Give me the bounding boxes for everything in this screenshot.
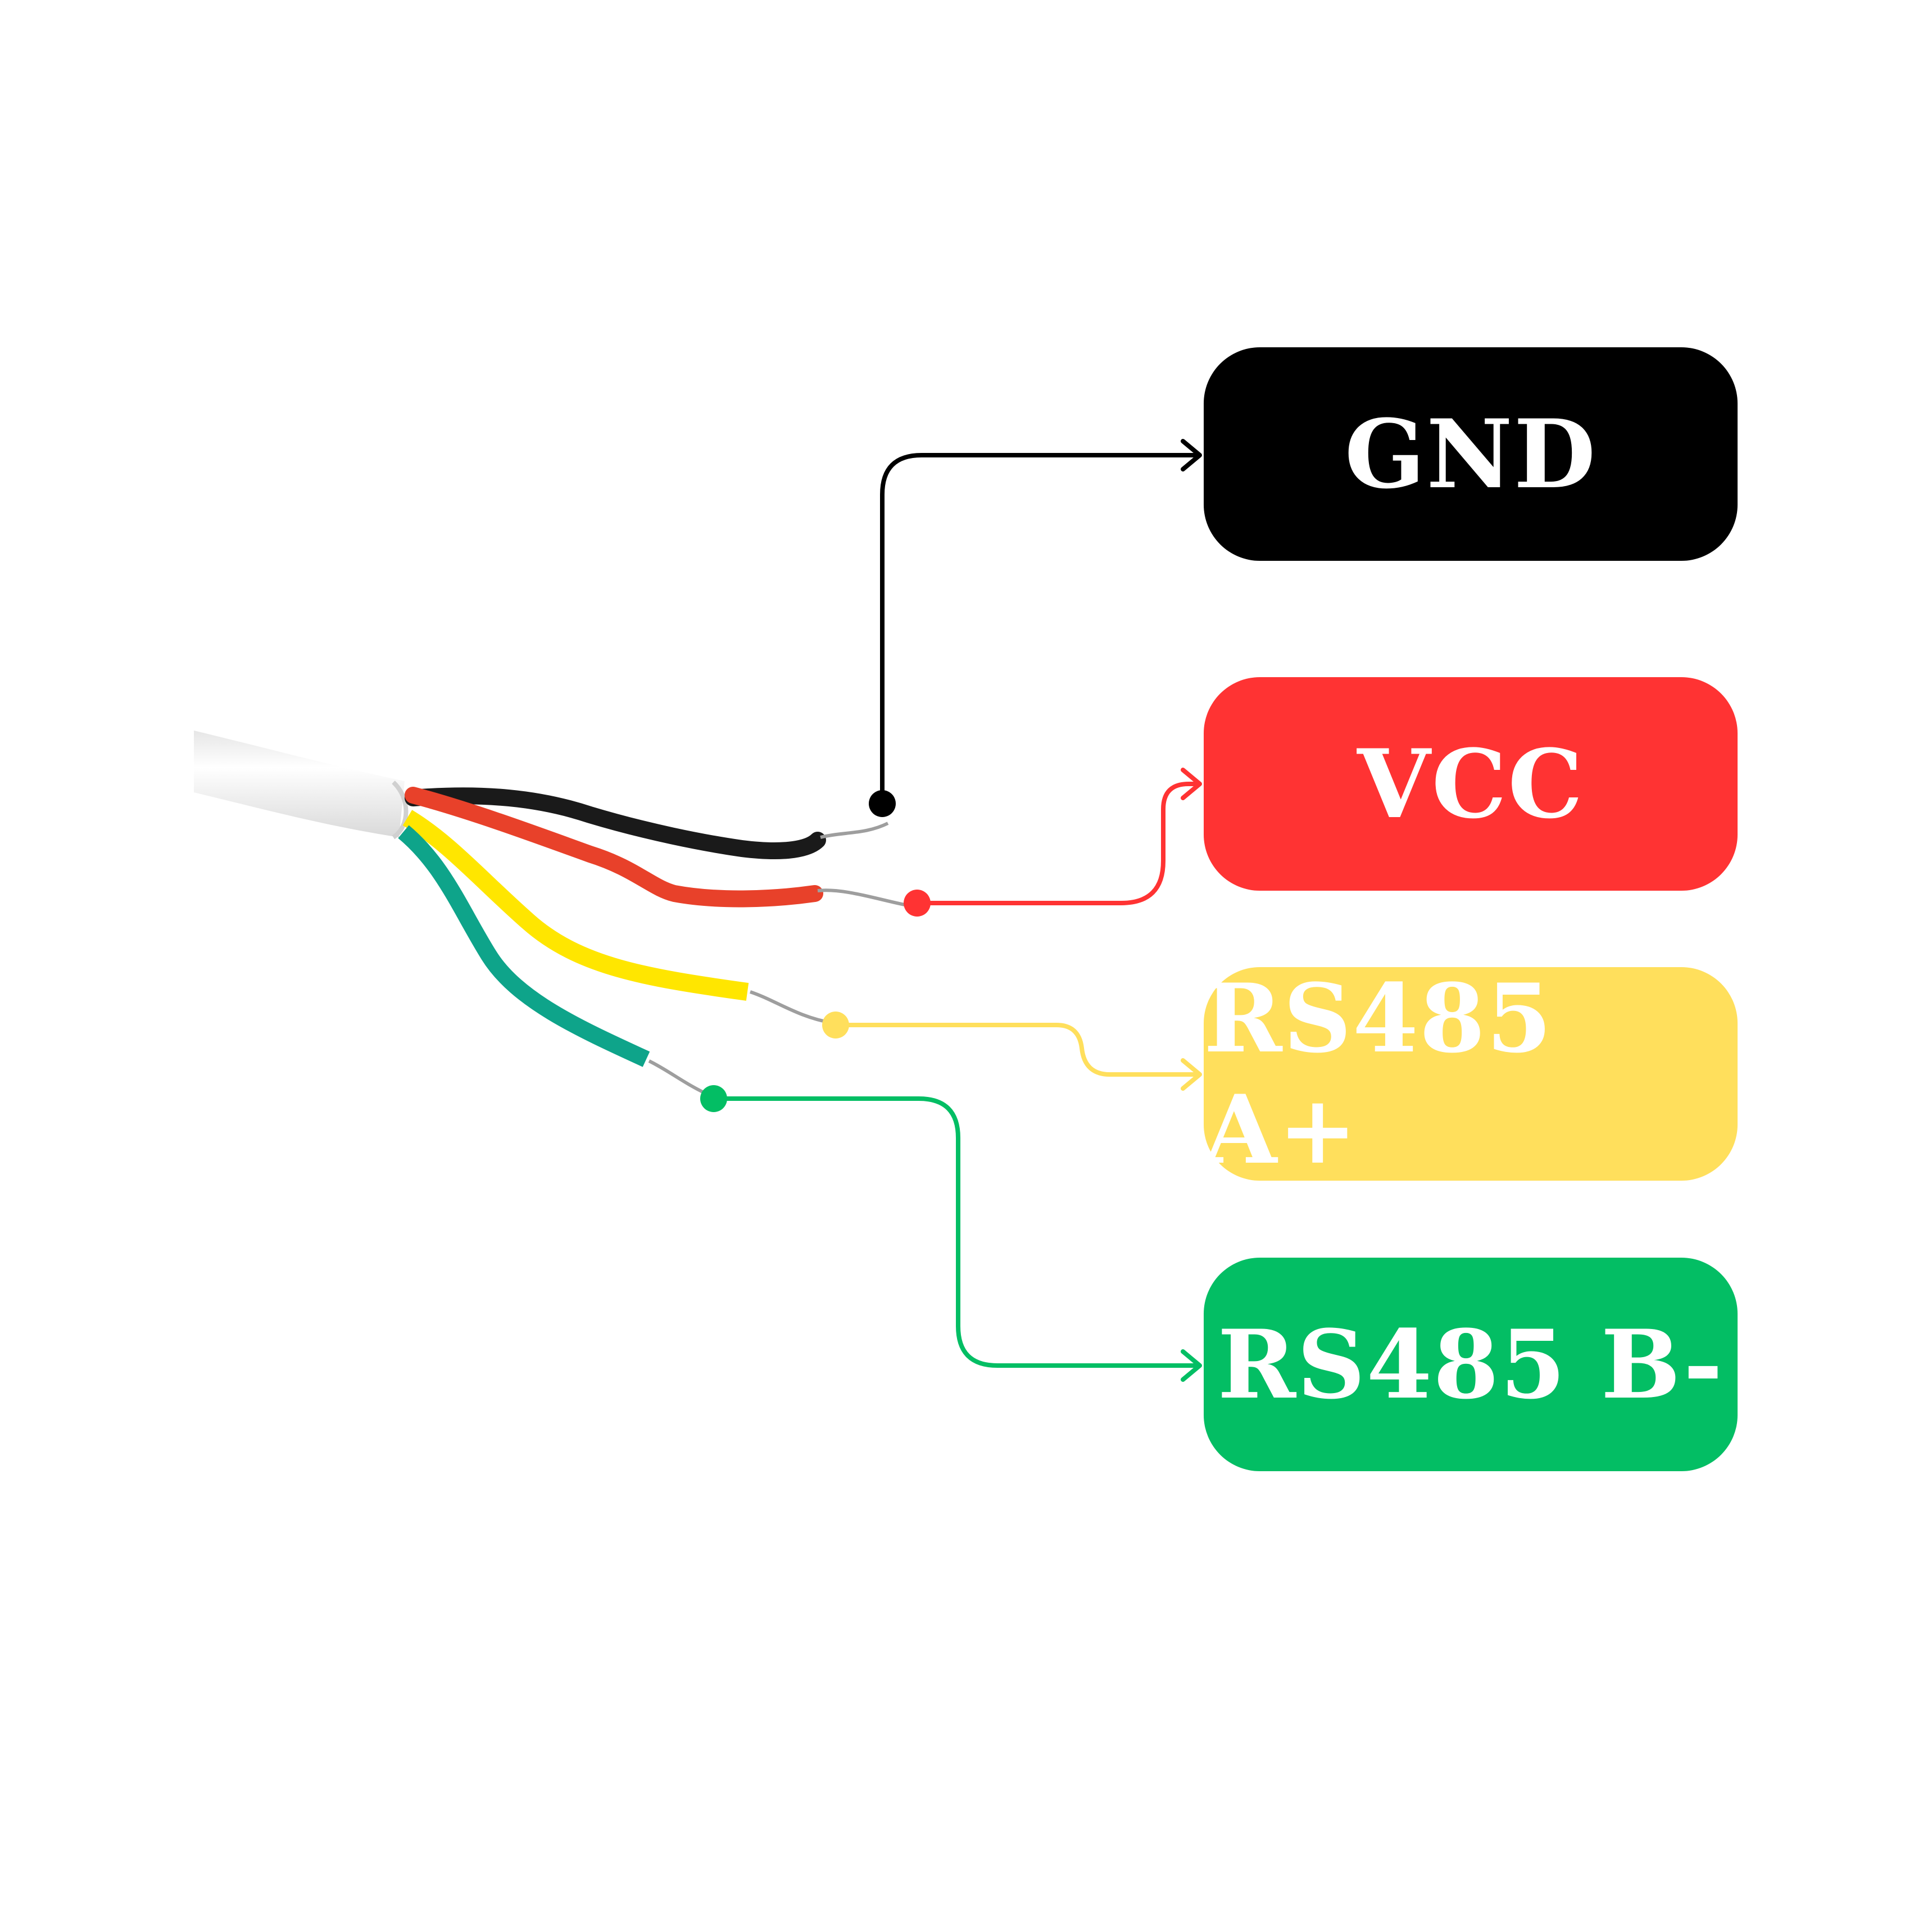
a-plus-connector-line	[822, 1012, 1202, 1091]
rs485-a-plus-label: RS485 A+	[1204, 963, 1738, 1185]
red-wire	[405, 787, 905, 908]
vcc-label: VCC	[1204, 677, 1738, 891]
gnd-connector-line	[869, 439, 1202, 817]
yellow-wire	[402, 810, 832, 1024]
cable-sheath	[194, 731, 409, 840]
gnd-label: GND	[1204, 347, 1738, 561]
green-wire	[398, 825, 712, 1097]
rs485-b-minus-label: RS485 B-	[1204, 1258, 1738, 1471]
vcc-connector-line	[904, 768, 1202, 917]
b-minus-connector-line	[700, 1085, 1202, 1382]
black-wire	[405, 787, 889, 859]
